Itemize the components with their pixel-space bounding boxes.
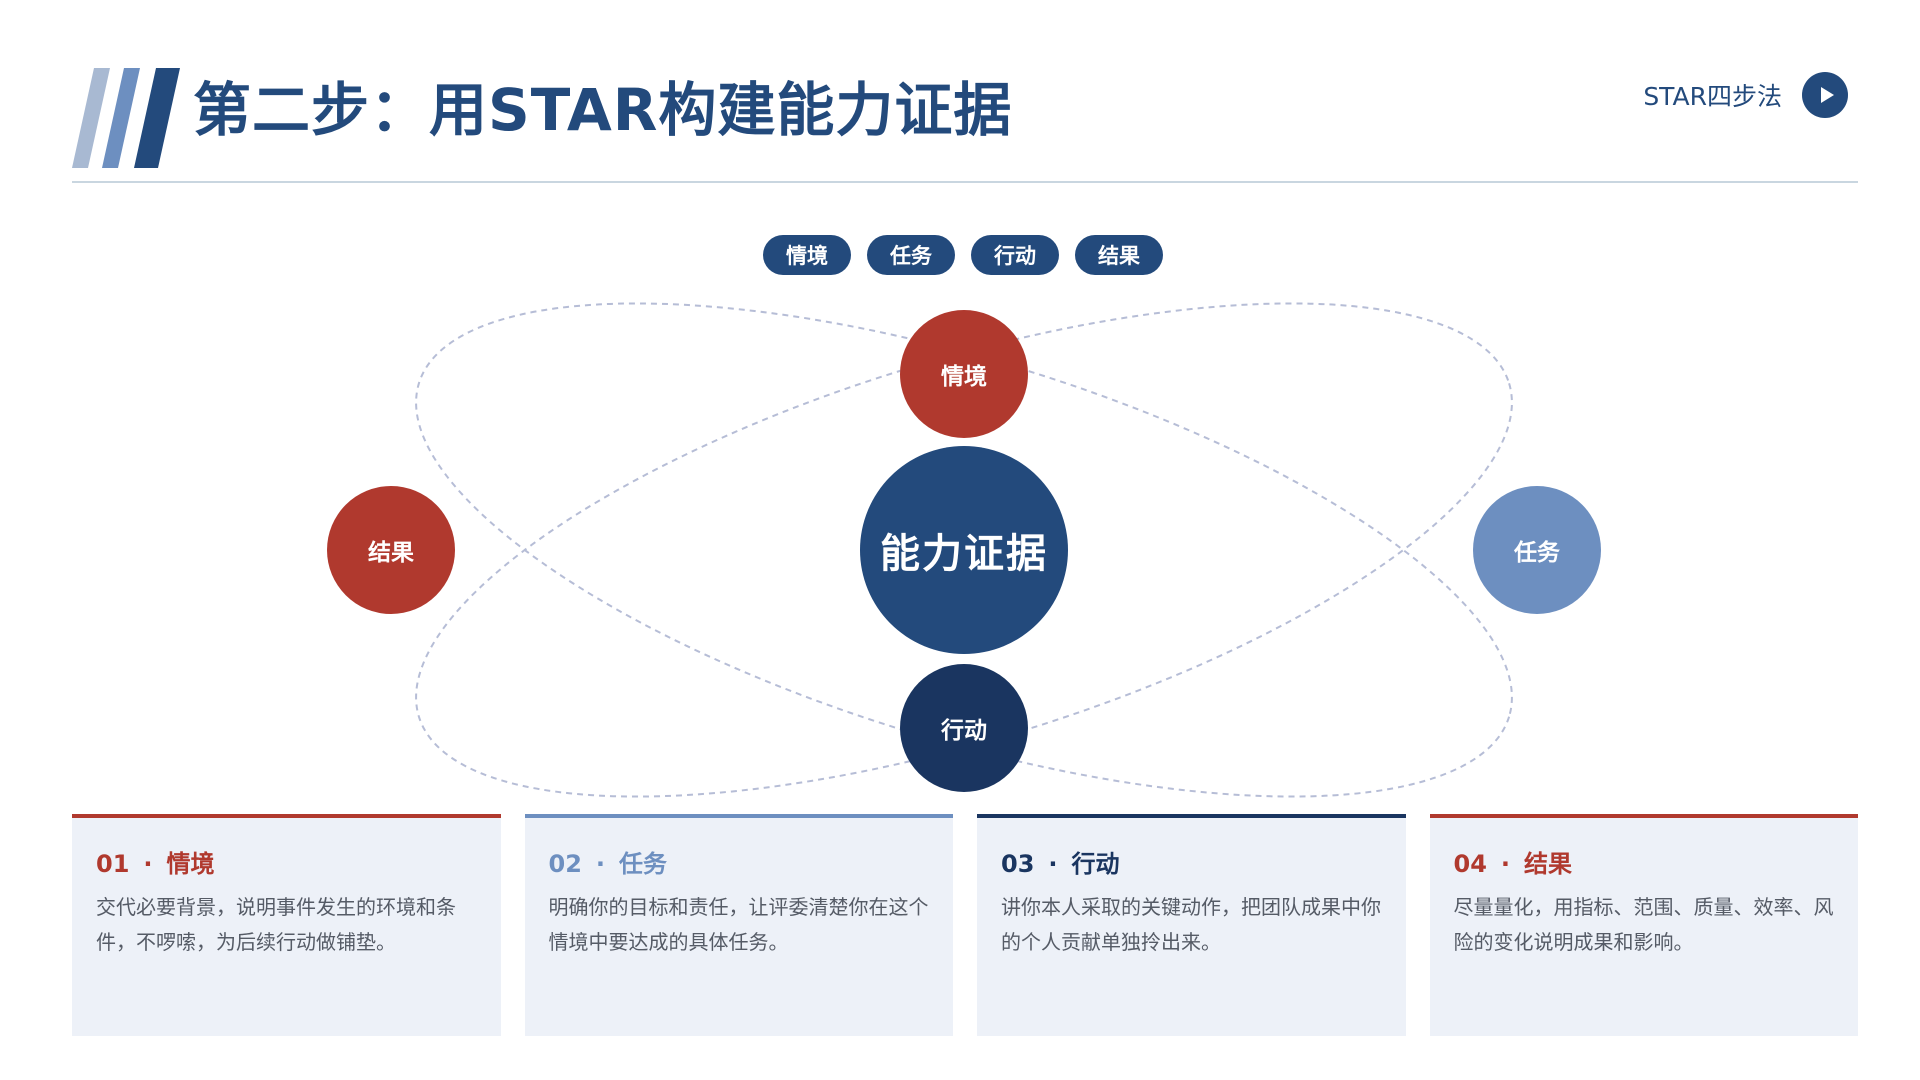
card-separator: ·: [143, 850, 153, 878]
card-separator: ·: [595, 850, 606, 878]
page-title: 第二步：用STAR构建能力证据: [193, 76, 1013, 144]
node-task: 任务: [1473, 486, 1601, 614]
pill-action: 行动: [971, 235, 1059, 275]
card-separator: ·: [1048, 850, 1058, 878]
pill-result: 结果: [1075, 235, 1163, 275]
card-heading: 情境: [166, 850, 215, 878]
card-number: 02: [548, 850, 582, 878]
card-accent-bar: [72, 814, 501, 818]
pill-situation: 情境: [763, 235, 851, 275]
card-heading: 结果: [1524, 850, 1573, 878]
card-number: 03: [1001, 850, 1035, 878]
node-situation: 情境: [900, 310, 1028, 438]
card-action: 03 · 行动 讲你本人采取的关键动作，把团队成果中你的个人贡献单独拎出来。: [977, 814, 1406, 1036]
card-description: 讲你本人采取的关键动作，把团队成果中你的个人贡献单独拎出来。: [1001, 895, 1381, 954]
card-description: 明确你的目标和责任，让评委清楚你在这个情境中要达成的具体任务。: [548, 895, 929, 954]
card-heading: 行动: [1071, 850, 1120, 878]
node-action: 行动: [900, 664, 1028, 792]
play-button[interactable]: [1802, 72, 1848, 118]
card-result: 04 · 结果 尽量量化，用指标、范围、质量、效率、风险的变化说明成果和影响。: [1429, 814, 1858, 1036]
card-accent-bar: [524, 814, 953, 818]
pill-tags: 情境 任务 行动 结果: [763, 235, 1163, 275]
card-task: 02 · 任务 明确你的目标和责任，让评委清楚你在这个情境中要达成的具体任务。: [524, 814, 953, 1036]
play-icon: [1820, 87, 1834, 103]
card-title: 03 · 行动: [1001, 844, 1120, 879]
card-number: 04: [1453, 850, 1487, 878]
card-heading: 任务: [619, 850, 668, 878]
slash-stripes-icon: [72, 68, 180, 168]
section-label: STAR四步法: [1643, 82, 1782, 111]
top-right-nav: STAR四步法: [1643, 72, 1848, 118]
card-description: 交代必要背景，说明事件发生的环境和条件，不啰嗦，为后续行动做铺垫。: [96, 895, 456, 954]
card-title: 02 · 任务: [549, 844, 668, 879]
card-description: 尽量量化，用指标、范围、质量、效率、风险的变化说明成果和影响。: [1453, 895, 1834, 954]
card-accent-bar: [1429, 814, 1858, 818]
card-number: 01: [96, 850, 130, 878]
header-divider: [72, 181, 1858, 183]
step-cards: 01·情境 交代必要背景，说明事件发生的环境和条件，不啰嗦，为后续行动做铺垫。 …: [72, 814, 1858, 1036]
card-accent-bar: [977, 814, 1406, 818]
card-title: 01 · 情境: [96, 844, 215, 879]
card-situation: 01 · 情境 交代必要背景，说明事件发生的环境和条件，不啰嗦，为后续行动做铺垫。: [72, 814, 501, 1036]
pill-task: 任务: [867, 235, 955, 275]
node-result: 结果: [327, 486, 455, 614]
card-title: 04 · 结果: [1454, 844, 1573, 879]
card-separator: ·: [1500, 850, 1511, 878]
center-node: 能力证据: [860, 446, 1068, 654]
